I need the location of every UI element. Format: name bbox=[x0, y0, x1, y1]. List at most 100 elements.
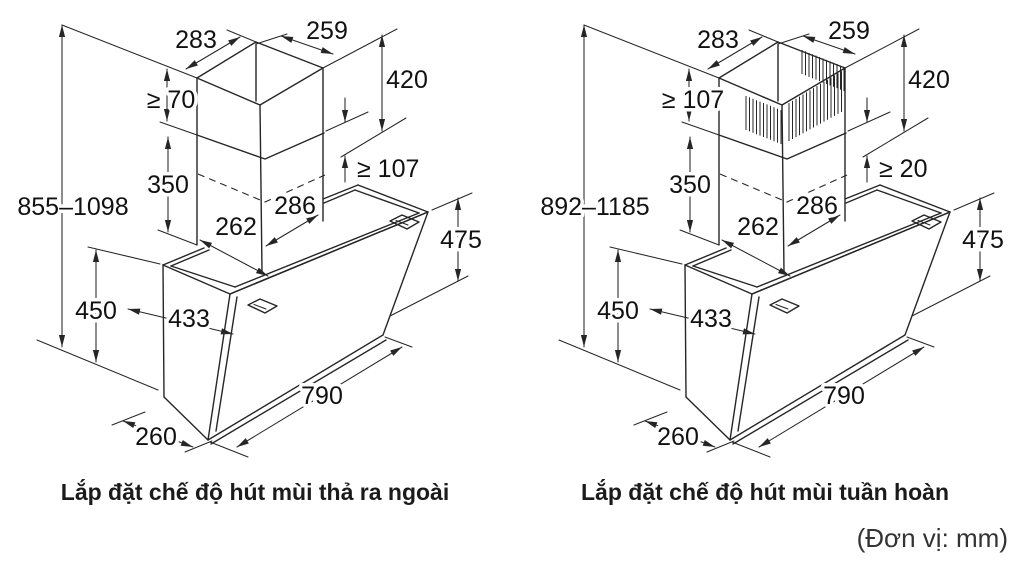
vent-slats bbox=[745, 50, 846, 144]
ext-stub-joint-left bbox=[681, 121, 720, 136]
side-bottom-edge bbox=[685, 396, 731, 441]
joint-ext-a-line bbox=[847, 111, 891, 132]
plate-back-edge-a bbox=[684, 247, 727, 266]
arrowhead bbox=[788, 237, 800, 246]
dim-back-depth-label: 283 bbox=[697, 26, 739, 54]
dim-hood-width-line bbox=[236, 346, 403, 448]
arrowhead bbox=[580, 335, 588, 347]
ext-stub-450-top bbox=[609, 246, 683, 265]
dim-duct-inner-width-line bbox=[721, 239, 791, 277]
chimney-hidden-joint-line bbox=[197, 173, 326, 203]
arrowhead bbox=[580, 25, 588, 37]
dim-hood-depth-label: 260 bbox=[135, 423, 177, 451]
wall-upper-ext-line bbox=[583, 24, 720, 79]
arrowhead bbox=[163, 109, 171, 121]
arrowhead bbox=[976, 269, 984, 281]
arrowhead bbox=[750, 37, 762, 46]
dim-back-depth-label: 283 bbox=[175, 26, 217, 54]
ext-stub-260-right bbox=[184, 440, 213, 453]
dim-duct-inner-width-label: 262 bbox=[215, 213, 257, 241]
arrowhead bbox=[186, 60, 198, 69]
plate-rim-right bbox=[876, 189, 942, 214]
arrowhead bbox=[128, 308, 141, 315]
dim-hood-depth-line bbox=[122, 420, 194, 448]
side-back-edge bbox=[684, 264, 687, 398]
arrowhead bbox=[976, 198, 984, 210]
mounting-clip-front-detail bbox=[775, 303, 789, 310]
arrowhead bbox=[702, 439, 715, 447]
dim-front-panel-height-label: 475 bbox=[440, 226, 482, 254]
arrowhead bbox=[228, 37, 240, 46]
ext-stub-475-bottom bbox=[389, 275, 469, 317]
arrowhead bbox=[645, 421, 658, 429]
dim-body-height-label: 450 bbox=[597, 297, 639, 325]
arrowhead bbox=[341, 110, 349, 122]
arrowhead bbox=[900, 35, 908, 47]
plate-front-edge bbox=[229, 211, 429, 295]
chimney-edge-2 bbox=[781, 104, 785, 273]
arrowhead bbox=[378, 35, 386, 47]
mounting-clip-right-detail bbox=[917, 219, 931, 226]
ext-stub-790-left bbox=[209, 441, 249, 458]
arrowhead bbox=[306, 215, 318, 224]
arrowhead bbox=[742, 328, 755, 335]
ext-stub-260-left bbox=[111, 411, 146, 426]
dim-upper-section-label: ≥ 70 bbox=[147, 86, 195, 114]
ext-stub-chimney-base bbox=[157, 229, 198, 246]
chimney-hidden-joint-line bbox=[719, 173, 848, 203]
arrowhead bbox=[237, 438, 249, 447]
arrowhead bbox=[614, 350, 622, 362]
arrowhead bbox=[686, 137, 694, 149]
ext-stub-259 bbox=[255, 33, 288, 45]
ext-stub-260-right bbox=[706, 440, 735, 453]
chimney-joint-line bbox=[196, 132, 325, 160]
arrowhead bbox=[164, 137, 172, 149]
dim-chimney-height-label: 420 bbox=[908, 66, 950, 94]
plate-rim-left bbox=[170, 265, 236, 288]
plate-front-edge bbox=[751, 211, 951, 295]
dim-hood-depth-line bbox=[644, 420, 716, 448]
plate-rim-right bbox=[354, 189, 420, 214]
arrowhead bbox=[58, 25, 66, 37]
dim-rear-clearance-label: ≥ 107 bbox=[357, 155, 419, 183]
arrowhead bbox=[708, 60, 720, 69]
dim-chimney-height-label: 420 bbox=[386, 66, 428, 94]
plate-right-edge bbox=[357, 184, 429, 213]
arrowhead bbox=[266, 237, 278, 246]
dim-front-panel-height-label: 475 bbox=[962, 226, 1004, 254]
dim-front-depth-label: 259 bbox=[306, 17, 348, 45]
plate-rim-back-b bbox=[845, 189, 878, 204]
ext-stub-450-top bbox=[87, 246, 161, 265]
dim-hood-width-line bbox=[758, 346, 925, 448]
caption-recirculation-mode: Lắp đặt chế độ hút mùi tuần hoàn bbox=[581, 479, 949, 505]
ext-stub-283 bbox=[226, 29, 257, 43]
ext-stub-790-left bbox=[731, 441, 771, 458]
arrowhead bbox=[454, 269, 462, 281]
arrowhead bbox=[722, 240, 735, 249]
mounting-clip-front-detail bbox=[253, 303, 267, 310]
arrowhead bbox=[900, 119, 908, 131]
mounting-clip-front bbox=[247, 298, 278, 314]
arrowhead bbox=[777, 267, 790, 276]
dim-upper-section-label: ≥ 107 bbox=[662, 86, 724, 114]
plate-right-edge bbox=[879, 184, 951, 213]
ext-stub-joint-left bbox=[159, 121, 198, 136]
arrowhead bbox=[92, 250, 100, 262]
dim-body-height-label: 450 bbox=[75, 297, 117, 325]
arrowhead bbox=[759, 438, 771, 447]
ext-stub-790-right bbox=[384, 336, 413, 348]
plate-rim-back-a bbox=[692, 249, 732, 267]
chimney-edge-2 bbox=[259, 104, 263, 273]
wall-upper-ext-line bbox=[61, 24, 198, 79]
dim-mounting-height-label: 855–1098 bbox=[17, 193, 128, 221]
arrowhead bbox=[863, 110, 871, 122]
arrowhead bbox=[828, 215, 840, 224]
arrowhead bbox=[378, 119, 386, 131]
plate-left-edge bbox=[684, 264, 753, 295]
dim-hood-depth-label: 260 bbox=[657, 423, 699, 451]
dim-duct-outer-width-label: 286 bbox=[274, 192, 316, 220]
arrowhead bbox=[614, 250, 622, 262]
caption-duct-out-mode: Lắp đặt chế độ hút mùi thả ra ngoài bbox=[60, 479, 450, 505]
